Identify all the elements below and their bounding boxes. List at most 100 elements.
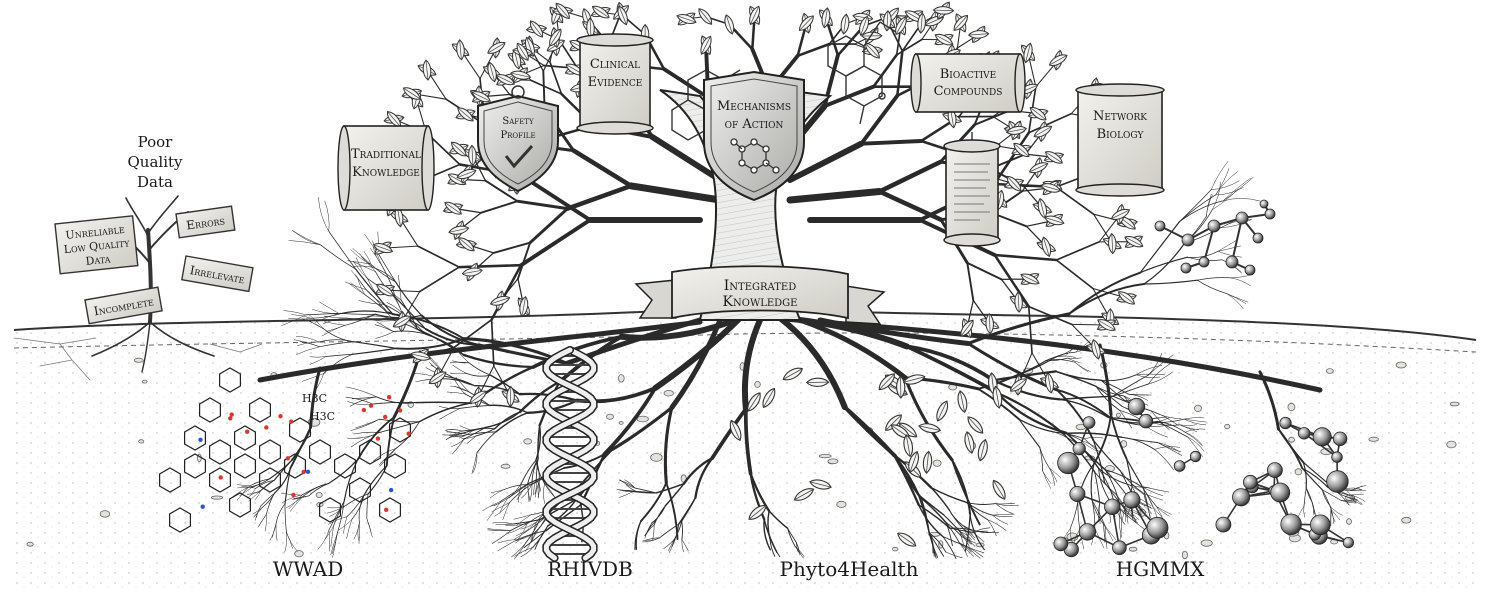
root [1197,279,1228,295]
bond [1231,217,1243,263]
root [324,321,346,326]
branch [796,42,831,58]
benzene-ring [384,453,406,479]
root [323,353,353,375]
atom [1243,474,1258,490]
root [634,487,657,494]
branch [517,241,532,280]
root [265,492,275,515]
root [386,302,403,314]
canopy-leaf [461,266,484,278]
pebble [1128,546,1138,552]
root [400,299,419,330]
root [1157,421,1186,433]
root [964,513,971,552]
root [507,523,528,534]
root [445,429,463,432]
root [1157,442,1181,453]
root [353,265,373,268]
root [352,341,397,349]
root [395,337,465,350]
root [338,519,353,531]
pebble [1181,550,1188,560]
root [394,296,427,330]
branch [1055,186,1095,216]
traditional-line-2: Knowledge [352,165,420,180]
root [1220,219,1252,228]
root [341,310,394,315]
root [1065,432,1106,471]
root [1258,370,1280,431]
root [1217,251,1242,258]
root [289,426,312,470]
root [1054,431,1082,442]
root [452,438,465,455]
root [269,523,277,541]
atom [1180,262,1192,274]
root [439,406,461,409]
root [928,532,947,553]
root [377,252,396,283]
pebble [836,500,847,508]
root [1350,495,1363,505]
root [309,366,322,429]
root [489,374,521,395]
atom [1252,232,1264,244]
root [284,467,291,505]
root [1330,506,1336,523]
branch [973,109,1011,126]
root [513,514,532,520]
root [472,427,496,432]
heteroatom [285,456,290,461]
root [327,516,348,525]
root [768,510,789,530]
mechanisms-line-2: of Action [725,117,784,132]
root [1331,509,1341,521]
root [520,546,534,558]
root [239,487,253,496]
root [344,313,376,326]
root [1105,526,1117,541]
root [523,530,547,548]
root [318,197,330,232]
heteroatom [361,407,367,413]
root [967,546,981,559]
root [1152,422,1180,426]
root [961,536,976,547]
poor-quality-title: Poor Quality Data [128,133,184,191]
root [625,484,637,492]
root [546,498,578,527]
atom [1123,491,1141,509]
root [763,518,771,551]
root [1150,410,1179,426]
heteroatom [305,469,311,474]
pebble [1368,436,1379,442]
pebble [663,390,674,397]
root [346,519,353,539]
benzene-ring [184,453,206,479]
root [365,289,388,313]
root [471,452,478,475]
root [418,402,472,423]
root [363,251,373,268]
root [320,244,356,270]
root [351,270,367,290]
root [1100,379,1126,401]
atom [1215,516,1232,533]
root [1067,357,1080,363]
root [619,489,634,492]
root [452,364,467,374]
root [1094,471,1117,495]
root [450,434,469,438]
root [1210,160,1229,190]
root [292,230,321,246]
root [268,459,293,480]
root [995,502,1015,505]
root [534,481,540,498]
root [327,505,346,509]
root [1350,495,1366,502]
root [543,483,545,504]
root [475,428,496,437]
pebble [932,459,942,467]
root [497,539,518,552]
